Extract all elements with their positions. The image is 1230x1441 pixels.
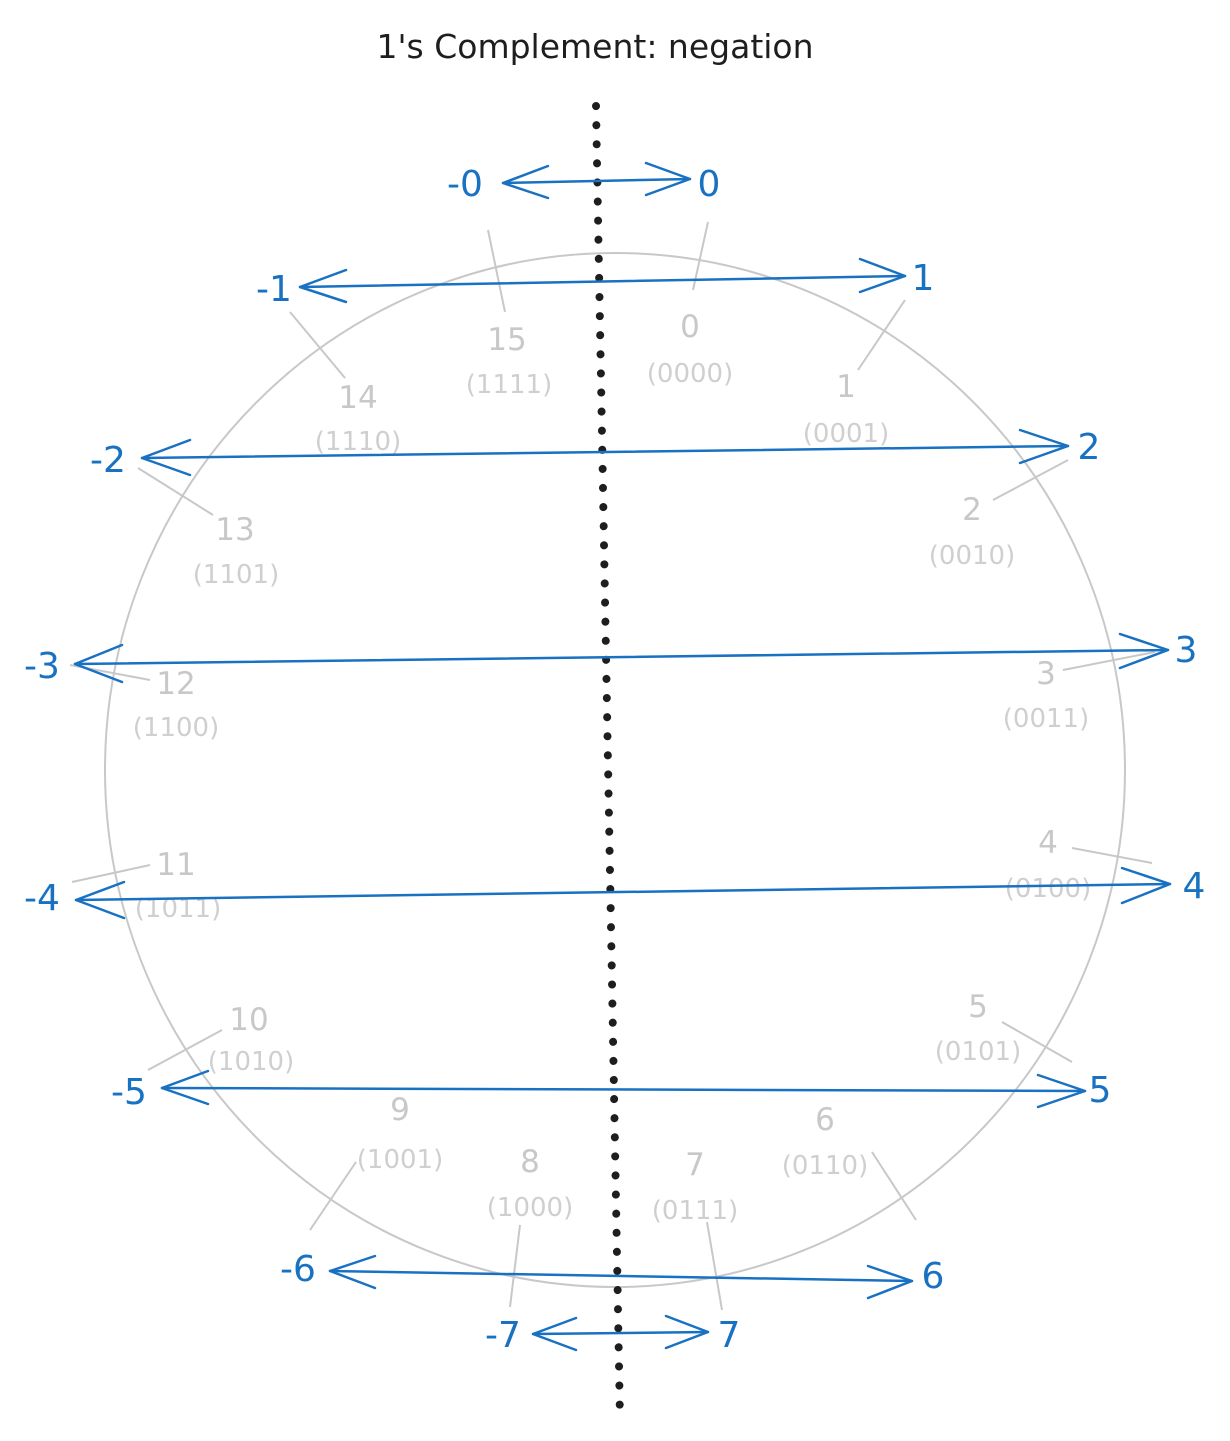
- label-negative-4: -4: [24, 878, 60, 919]
- tick-3: [1062, 651, 1156, 671]
- label-negative-3: -3: [24, 646, 60, 687]
- wheel-value: 0: [680, 309, 700, 345]
- label-positive-3: 3: [1175, 630, 1198, 671]
- label-positive-6: 6: [922, 1256, 945, 1297]
- tick-2: [992, 459, 1069, 501]
- wheel-bits: (0000): [647, 359, 733, 389]
- label-positive-7: 7: [718, 1315, 741, 1356]
- wheel-value: 9: [390, 1092, 410, 1128]
- diagram-title: 1's Complement: negation: [376, 27, 813, 66]
- tick-13: [137, 467, 214, 516]
- wheel-bits: (0100): [1005, 874, 1091, 904]
- wheel-slot-2: 2 (0010): [929, 492, 1015, 571]
- wheel-bits: (0111): [652, 1196, 738, 1226]
- wheel-slot-14: 14 (1110): [315, 380, 401, 457]
- wheel-bits: (0010): [929, 541, 1015, 571]
- wheel-value: 10: [229, 1002, 268, 1038]
- wheel-slot-7: 7 (0111): [652, 1147, 738, 1226]
- tick-8: [509, 1224, 521, 1308]
- tick-15: [487, 229, 506, 313]
- negation-arrow-5: [160, 1069, 1087, 1109]
- tick-7: [706, 1221, 723, 1311]
- wheel-bits: (1010): [208, 1047, 294, 1077]
- wheel-slot-6: 6 (0110): [782, 1102, 868, 1181]
- negation-arrow-6: [328, 1254, 914, 1300]
- symmetry-axis: [592, 102, 624, 1424]
- wheel-value: 4: [1038, 825, 1058, 861]
- negation-labels: -0 0 -1 1 -2 2 -3 3 -4 4 -5 5 -6 6 -7 7: [24, 164, 1205, 1356]
- wheel-value: 13: [215, 512, 254, 548]
- wheel-bits: (1001): [357, 1145, 443, 1175]
- label-negative-2: -2: [90, 440, 126, 481]
- tick-14: [289, 311, 346, 379]
- wheel-slot-13: 13 (1101): [193, 512, 279, 590]
- wheel-slot-15: 15 (1111): [466, 322, 552, 400]
- tick-6: [871, 1151, 917, 1221]
- wheel-bits: (0011): [1003, 704, 1089, 734]
- wheel-slot-5: 5 (0101): [935, 989, 1021, 1067]
- wheel-value: 6: [815, 1102, 835, 1138]
- wheel-slot-9: 9 (1001): [357, 1092, 443, 1175]
- wheel-slot-10: 10 (1010): [208, 1002, 294, 1077]
- wheel-bits: (1100): [133, 713, 219, 743]
- negation-arrow-0: [501, 161, 692, 200]
- label-negative-5: -5: [111, 1072, 147, 1113]
- wheel-ticks: [69, 221, 1156, 1311]
- tick-1: [857, 299, 906, 371]
- wheel-value: 8: [520, 1144, 540, 1180]
- label-negative-7: -7: [485, 1315, 521, 1356]
- wheel-slot-8: 8 (1000): [487, 1144, 573, 1223]
- wheel-labels: 0 (0000) 1 (0001) 2 (0010) 3 (0011) 4 (0…: [133, 309, 1091, 1226]
- wheel-value: 1: [836, 369, 856, 405]
- wheel-value: 3: [1036, 656, 1056, 692]
- label-negative-6: -6: [280, 1249, 316, 1290]
- tick-9: [309, 1161, 357, 1231]
- wheel-bits: (0110): [782, 1151, 868, 1181]
- negation-arrow-3: [73, 632, 1170, 684]
- wheel-slot-11: 11 (1011): [135, 847, 221, 924]
- tick-11: [71, 864, 151, 883]
- label-negative-0: -0: [447, 164, 483, 205]
- wheel-bits: (0001): [803, 419, 889, 449]
- wheel-value: 2: [962, 492, 982, 528]
- label-positive-4: 4: [1183, 866, 1206, 907]
- negation-arrow-2: [140, 428, 1070, 477]
- wheel-value: 15: [487, 322, 526, 358]
- wheel-bits: (1000): [487, 1193, 573, 1223]
- wheel-slot-12: 12 (1100): [133, 666, 219, 743]
- wheel-slot-1: 1 (0001): [803, 369, 889, 449]
- wheel-value: 7: [685, 1147, 705, 1183]
- tick-5: [1001, 1021, 1073, 1063]
- wheel-bits: (1110): [315, 427, 401, 457]
- wheel-slot-3: 3 (0011): [1003, 656, 1089, 734]
- wheel-slot-0: 0 (0000): [647, 309, 733, 389]
- label-positive-2: 2: [1078, 427, 1101, 468]
- label-negative-1: -1: [256, 269, 292, 310]
- negation-arrow-4: [74, 866, 1172, 920]
- wheel-value: 5: [968, 989, 988, 1025]
- wheel-slot-4: 4 (0100): [1005, 825, 1091, 904]
- wheel-bits: (0101): [935, 1037, 1021, 1067]
- label-positive-1: 1: [912, 258, 935, 299]
- tick-10: [147, 1029, 223, 1071]
- negation-arrows: [73, 161, 1172, 1352]
- negation-arrow-7: [531, 1314, 710, 1352]
- label-positive-0: 0: [698, 164, 721, 205]
- label-positive-5: 5: [1089, 1070, 1112, 1111]
- tick-4: [1071, 847, 1153, 864]
- wheel-value: 11: [156, 847, 195, 883]
- negation-arrow-1: [298, 257, 907, 304]
- wheel-bits: (1111): [466, 370, 552, 400]
- wheel-bits: (1101): [193, 560, 279, 590]
- wheel-value: 14: [338, 380, 377, 416]
- wheel-value: 12: [156, 666, 195, 702]
- number-wheel-circle: [104, 252, 1126, 1288]
